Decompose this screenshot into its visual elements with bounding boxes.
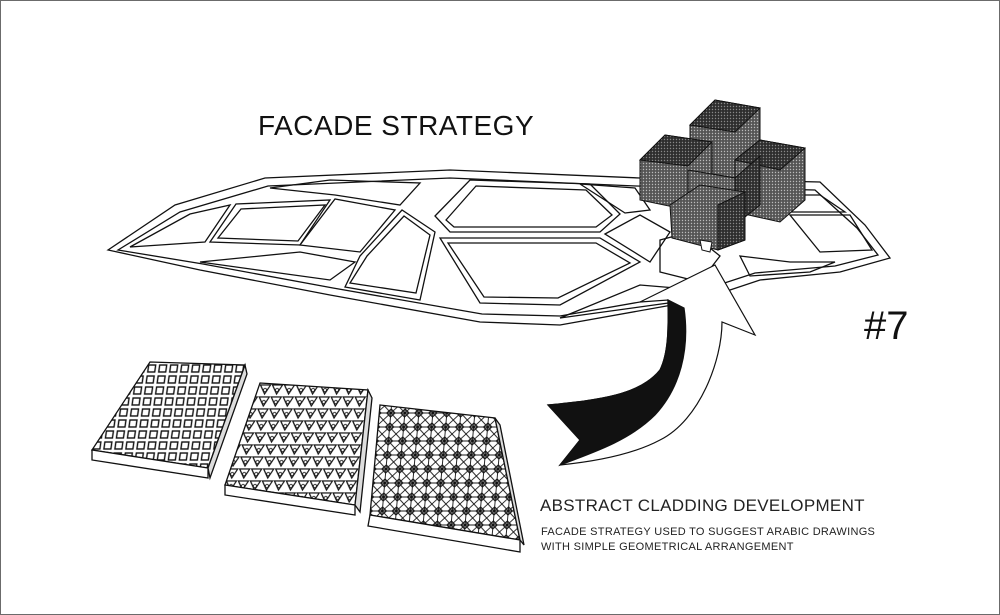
caption-heading: ABSTRACT CLADDING DEVELOPMENT bbox=[540, 496, 865, 515]
facade-panel-3 bbox=[367, 404, 525, 553]
facade-panel-1 bbox=[90, 361, 248, 481]
cross-cube-sculpture-icon bbox=[638, 99, 807, 253]
page-title: FACADE STRATEGY bbox=[258, 110, 535, 141]
caption-line-1: FACADE STRATEGY USED TO SUGGEST ARABIC D… bbox=[541, 526, 876, 538]
sheet-number: #7 bbox=[864, 304, 909, 348]
facade-panel-2 bbox=[224, 382, 373, 516]
caption-line-2: WITH SIMPLE GEOMETRICAL ARRANGEMENT bbox=[541, 541, 794, 553]
curved-arrow-icon bbox=[546, 264, 757, 467]
